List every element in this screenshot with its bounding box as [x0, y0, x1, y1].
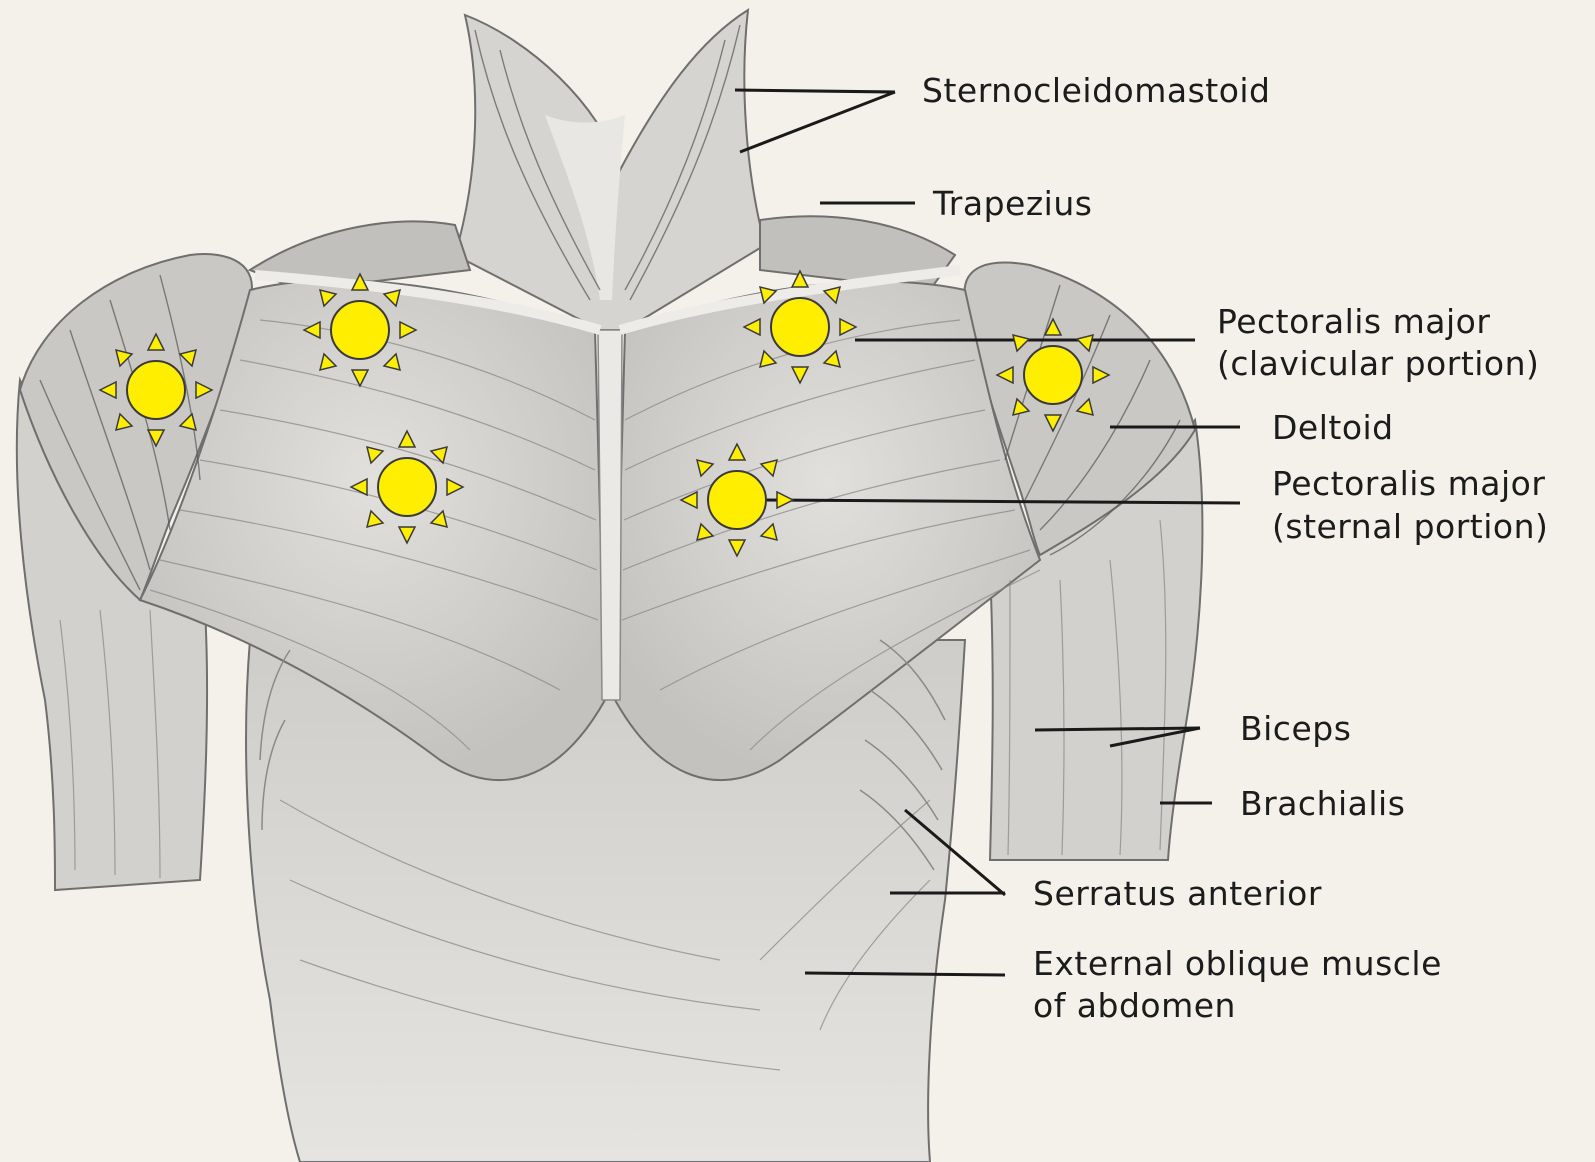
label-pectoralis-sternal-1: Pectoralis major: [1272, 463, 1545, 505]
label-trapezius: Trapezius: [933, 183, 1092, 225]
label-pectoralis-clavicular-1: Pectoralis major: [1217, 301, 1490, 343]
label-deltoid: Deltoid: [1272, 407, 1394, 449]
right-pectoral: [615, 282, 1040, 780]
sternum: [598, 330, 622, 700]
label-pectoralis-clavicular-2: (clavicular portion): [1217, 343, 1539, 385]
label-sternocleidomastoid: Sternocleidomastoid: [922, 70, 1271, 112]
label-external-oblique-1: External oblique muscle: [1033, 943, 1442, 985]
label-brachialis: Brachialis: [1240, 783, 1405, 825]
abdomen: [246, 640, 965, 1162]
label-external-oblique-2: of abdomen: [1033, 985, 1236, 1027]
label-pectoralis-sternal-2: (sternal portion): [1272, 506, 1548, 548]
label-serratus-anterior: Serratus anterior: [1033, 873, 1322, 915]
label-biceps: Biceps: [1240, 708, 1351, 750]
